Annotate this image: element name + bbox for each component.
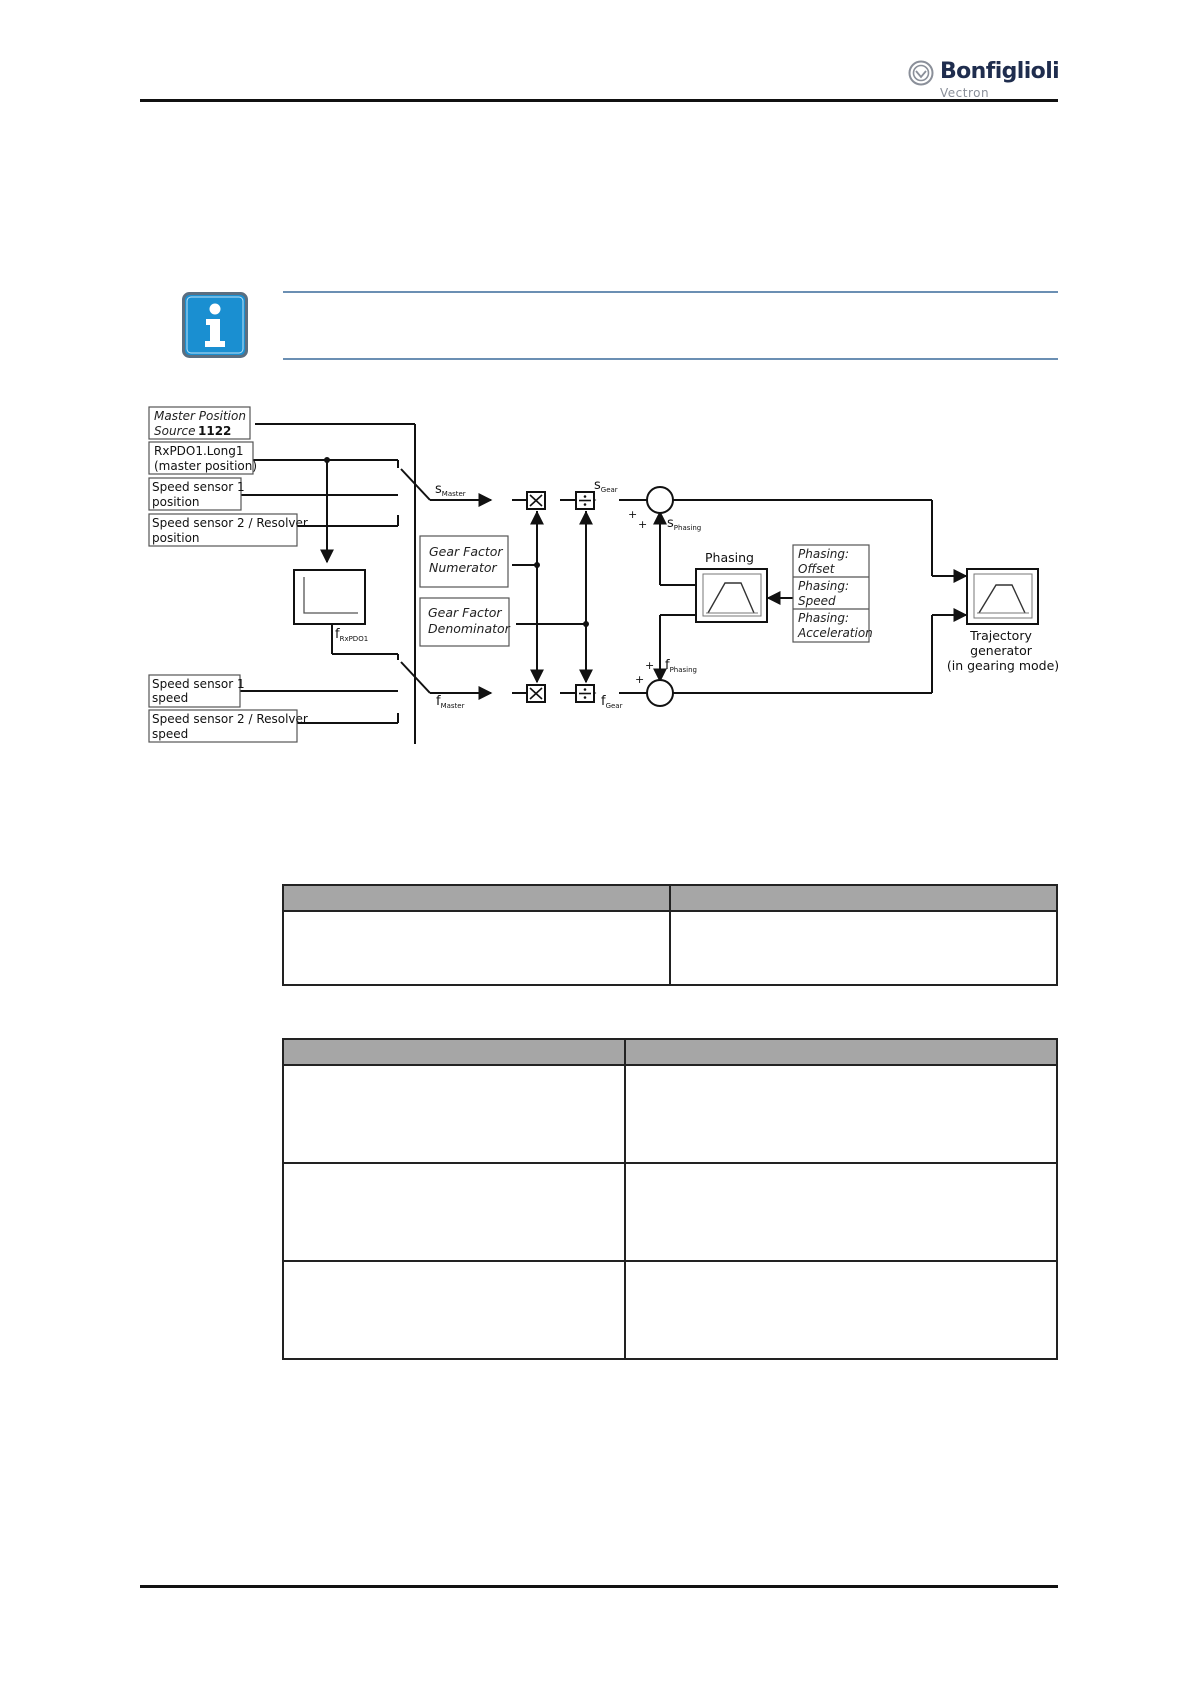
sum-plus-sign: +: [645, 659, 654, 672]
input-speed-sensor1-speed: Speed sensor 1 speed: [152, 677, 248, 705]
table-header-cell: [281, 1038, 627, 1066]
sum-plus-sign: +: [628, 508, 637, 521]
phasing-acceleration-label: Phasing: Acceleration: [797, 611, 873, 640]
signal-f-gear: fGear: [601, 694, 623, 710]
brand-name: Bonfiglioli: [940, 59, 1060, 84]
derivative-block: [293, 569, 366, 625]
input-speed-sensor2-position: Speed sensor 2 / Resolver position: [152, 516, 312, 545]
signal-s-gear: sGear: [594, 478, 618, 494]
sum-junction-position: [646, 486, 674, 514]
table-cell: [624, 1064, 1058, 1164]
sum-junction-speed: [646, 679, 674, 707]
signal-s-phasing: sPhasing: [667, 516, 701, 532]
note-rule-top: [283, 291, 1058, 293]
header-rule: [140, 99, 1058, 102]
bonfiglioli-logo-icon: [908, 60, 934, 86]
table-cell: [624, 1162, 1058, 1262]
trajectory-generator-label: Trajectory generator (in gearing mode): [947, 628, 1058, 673]
table-cell: [281, 1260, 627, 1360]
master-position-source-label: Master Position Source: [154, 409, 250, 438]
phasing-speed-label: Phasing: Speed: [798, 579, 853, 608]
phasing-ramp-block: [695, 568, 768, 623]
sum-plus-sign: +: [638, 518, 647, 531]
note-rule-bottom: [283, 358, 1058, 360]
table-header-row: [282, 884, 1058, 912]
input-rxpdo1-position: RxPDO1.Long1 (master position): [154, 444, 257, 473]
table-header-cell: [282, 884, 671, 912]
signal-s-master: sMaster: [435, 482, 466, 498]
phasing-label: Phasing: [705, 550, 754, 565]
table-row: [281, 1064, 1058, 1164]
table-header-row: [281, 1038, 1058, 1066]
brand-subname: Vectron: [940, 86, 990, 100]
phasing-offset-label: Phasing: Offset: [798, 547, 853, 576]
footer-rule: [140, 1585, 1058, 1588]
table-cell: [281, 1064, 627, 1164]
signal-f-master: fMaster: [436, 694, 465, 710]
gear-factor-numerator-label: Gear Factor Numerator: [429, 544, 507, 575]
table-cell: [282, 910, 671, 986]
brand-logo: Bonfiglioli Vectron: [908, 56, 1078, 102]
table-row: [281, 1162, 1058, 1262]
master-position-param-number: 1122: [198, 424, 231, 438]
gear-factor-denominator-label: Gear Factor Denominator: [428, 605, 511, 636]
input-speed-sensor2-speed: Speed sensor 2 / Resolver speed: [152, 712, 312, 741]
sum-plus-sign: +: [635, 673, 644, 686]
info-icon: [182, 292, 248, 358]
electronic-gear-diagram: Master Position Source 1122 RxPDO1.Long1…: [140, 405, 1059, 745]
table-row: [281, 1260, 1058, 1360]
table-header-cell: [624, 1038, 1058, 1066]
table-header-cell: [669, 884, 1058, 912]
table-row: [282, 910, 1058, 986]
table-cell: [669, 910, 1058, 986]
signal-f-phasing: fPhasing: [665, 658, 697, 674]
signal-f-rxpdo1: fRxPDO1: [335, 627, 368, 643]
trajectory-generator-block: [966, 568, 1039, 625]
parameter-table-1: [282, 884, 1058, 986]
table-cell: [281, 1162, 627, 1262]
parameter-table-2: [281, 1038, 1058, 1360]
table-cell: [624, 1260, 1058, 1360]
input-speed-sensor1-position: Speed sensor 1 position: [152, 480, 248, 509]
